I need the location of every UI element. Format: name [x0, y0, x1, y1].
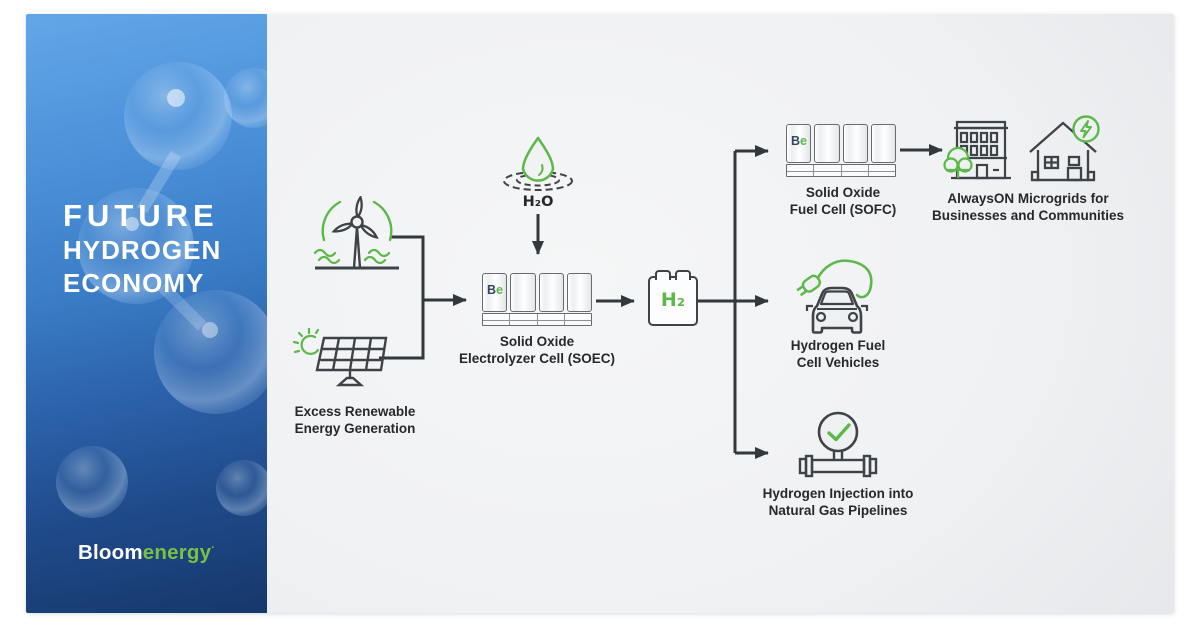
house-microgrid-icon	[1029, 115, 1100, 182]
brand-title: FUTURE HYDROGEN ECONOMY	[63, 197, 221, 300]
renewables-label: Excess Renewable Energy Generation	[294, 404, 416, 436]
hydrogen-molecule-bubbles-decoration	[56, 62, 267, 518]
brand-panel: FUTURE HYDROGEN ECONOMY Bloomenergy·	[26, 14, 267, 613]
soec-server-box: Be	[482, 273, 592, 326]
soec-base	[482, 313, 592, 326]
sofc-module	[814, 124, 840, 163]
be-logo-e: e	[800, 134, 807, 148]
sofc-server-box: Be	[786, 124, 896, 177]
office-building-icon	[943, 120, 1011, 180]
h2-label: H₂	[660, 289, 686, 311]
title-line-2: HYDROGEN	[63, 235, 222, 265]
sofc-module: Be	[786, 124, 812, 163]
be-logo: Be	[487, 283, 503, 297]
infographic-card: FUTURE HYDROGEN ECONOMY Bloomenergy·	[26, 14, 1174, 613]
title-line-1: FUTURE	[63, 198, 219, 233]
solar-panel-icon	[292, 328, 388, 387]
h2-tank-icon: H₂	[648, 270, 698, 326]
bloom-energy-logo: Bloomenergy·	[78, 541, 215, 565]
soec-modules: Be	[482, 273, 592, 312]
sofc-modules: Be	[786, 124, 896, 163]
logo-trademark: ·	[211, 542, 216, 554]
sofc-module	[842, 124, 868, 163]
diagram-canvas	[267, 14, 1174, 613]
be-logo-b: B	[791, 134, 801, 148]
sofc-label: Solid Oxide Fuel Cell (SOFC)	[789, 185, 897, 217]
water-drop-icon	[503, 136, 573, 191]
soec-module	[566, 273, 592, 312]
microgrids-label: AlwaysON Microgrids for Businesses and C…	[931, 191, 1125, 223]
title-line-3: ECONOMY	[63, 268, 205, 298]
h2-tank-cap	[655, 270, 671, 280]
hydrogen-vehicle-icon	[796, 259, 873, 334]
water-label: H₂O	[522, 194, 554, 210]
pipeline-check-icon	[798, 411, 878, 478]
be-logo: Be	[791, 134, 807, 148]
h2-tank-cap	[675, 270, 691, 280]
pipelines-label: Hydrogen Injection into Natural Gas Pipe…	[762, 486, 914, 518]
wind-turbine-icon	[313, 196, 399, 270]
logo-bloom-text: Bloom	[78, 541, 143, 564]
sofc-module	[870, 124, 896, 163]
soec-label: Solid Oxide Electrolyzer Cell (SOEC)	[458, 334, 616, 366]
soec-module	[538, 273, 564, 312]
logo-energy-text: energy	[142, 541, 212, 564]
vehicles-label: Hydrogen Fuel Cell Vehicles	[790, 338, 886, 370]
sofc-base	[786, 164, 896, 177]
soec-module	[510, 273, 536, 312]
be-logo-e: e	[496, 283, 503, 297]
soec-module: Be	[482, 273, 508, 312]
be-logo-b: B	[487, 283, 497, 297]
